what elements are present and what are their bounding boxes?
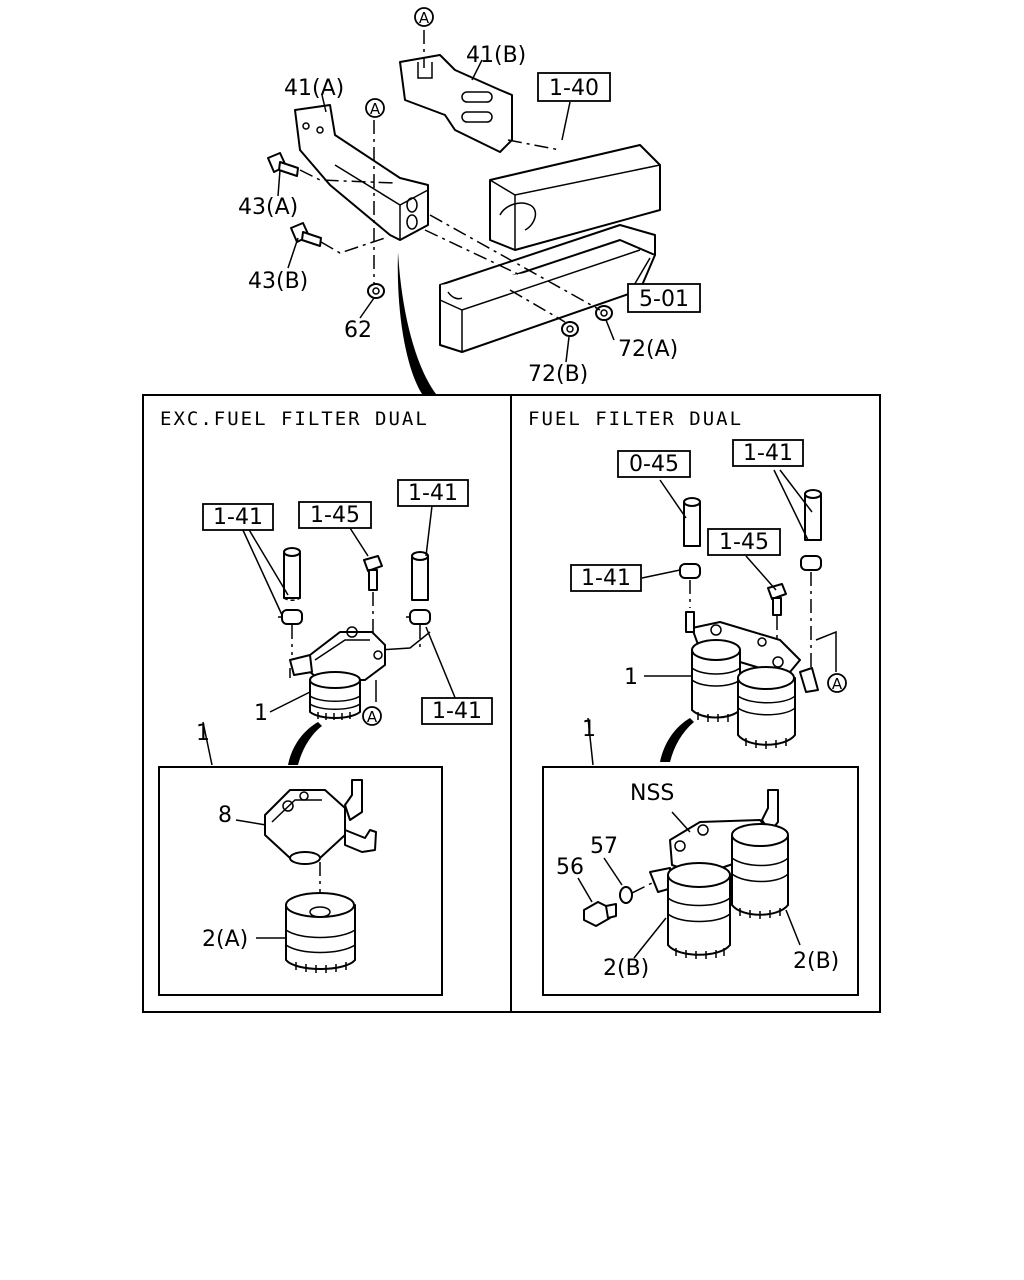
label-43a: 43(A) [238,195,298,220]
filter-element-2a [285,892,356,973]
bracket-41a [294,104,429,241]
label-56: 56 [556,855,584,880]
bolt-right [767,583,787,616]
label-8: 8 [218,803,232,828]
ref-box-1-41-left-b: 1-41 [397,479,469,507]
ref-box-1-41-right-a: 1-41 [732,439,804,467]
section-title-left: EXC.FUEL FILTER DUAL [160,408,429,430]
top-assembly [267,30,661,394]
clip-left-a [278,609,303,625]
svg-text:1-41: 1-41 [408,481,458,506]
label-nss: NSS [630,781,674,806]
svg-text:A: A [419,9,430,27]
arrow-down-icon [397,252,436,394]
marker-a-top: A [414,7,434,27]
label-1-right: 1 [624,665,638,690]
bracket-41b [399,54,513,153]
detail-box-right [542,766,859,996]
o-ring-57 [619,886,633,904]
label-72a: 72(A) [618,337,678,362]
dual-filter-detail [649,789,789,959]
ref-box-1-45-right: 1-45 [707,528,781,556]
drain-plug-56 [583,901,617,927]
detail-box-left [158,766,443,996]
label-72b: 72(B) [528,362,588,387]
ref-box-1-41-right-b: 1-41 [570,564,642,592]
ref-box-5-01: 5-01 [627,283,701,313]
svg-text:1-45: 1-45 [310,503,360,528]
fuel-filter-single [289,626,386,720]
hose-left-a [283,547,301,601]
nut-62 [367,283,385,299]
hose-right-b [804,489,822,541]
arrow-detail-left-icon [288,722,322,765]
svg-text:1-41: 1-41 [213,505,263,530]
label-1-left-detail: 1 [196,721,210,746]
ref-box-1-41-left-a: 1-41 [202,503,274,531]
hose-left-b [411,551,429,601]
bolt-43b [290,222,322,247]
ref-box-1-45-left: 1-45 [298,501,372,529]
label-57: 57 [590,834,618,859]
label-41b: 41(B) [466,43,526,68]
filter-head-8 [264,779,377,865]
svg-text:1-41: 1-41 [743,441,793,466]
svg-text:A: A [367,708,378,726]
marker-a-right: A [827,673,847,693]
ref-box-1-40: 1-40 [537,72,611,102]
label-2b-left: 2(B) [603,956,649,981]
svg-text:A: A [832,675,843,693]
svg-text:5-01: 5-01 [639,287,689,312]
bolt-left [363,555,383,591]
fuel-filter-dual [685,611,819,749]
right-section: A 0-45 1-41 1-45 1-41 1 1 [542,439,859,996]
bolt-43a [267,152,299,177]
arrow-detail-right-icon [660,718,694,762]
svg-text:A: A [370,100,381,118]
clip-left-b [406,609,431,625]
nut-72b [561,321,579,337]
svg-text:1-45: 1-45 [719,530,769,555]
label-62: 62 [344,318,372,343]
svg-text:1-40: 1-40 [549,76,599,101]
section-title-right: FUEL FILTER DUAL [528,408,743,430]
label-41a: 41(A) [284,76,344,101]
hose-right-a [683,497,701,547]
ref-box-1-41-left-c: 1-41 [421,697,493,725]
marker-a-left: A [362,706,382,726]
label-43b: 43(B) [248,269,308,294]
nut-72a [595,305,613,321]
label-2a: 2(A) [202,927,248,952]
label-1-right-detail: 1 [582,717,596,742]
ref-box-0-45: 0-45 [617,450,691,478]
svg-text:0-45: 0-45 [629,452,679,477]
svg-text:1-41: 1-41 [432,699,482,724]
left-section: A 1-41 1-45 1-41 1-41 1 1 [158,479,493,996]
clip-right-b [800,555,822,571]
label-1-left: 1 [254,701,268,726]
clip-right-a [679,563,701,579]
svg-text:1-41: 1-41 [581,566,631,591]
marker-a-mid: A [365,98,385,118]
label-2b-right: 2(B) [793,949,839,974]
frame-rail [439,144,661,353]
